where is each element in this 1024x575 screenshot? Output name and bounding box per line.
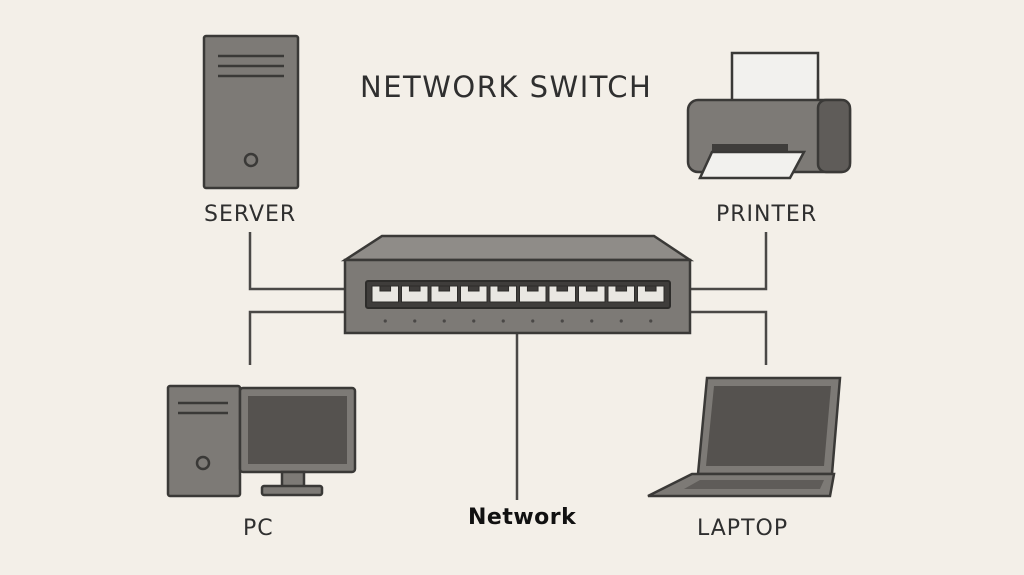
wire-server-switch — [248, 232, 345, 291]
printer-label: PRINTER — [716, 202, 818, 227]
port-led — [619, 319, 623, 323]
port-led — [649, 319, 653, 323]
switch-leds — [383, 319, 653, 323]
ethernet-port — [637, 285, 665, 303]
server-label: SERVER — [204, 202, 297, 227]
ethernet-port — [460, 285, 488, 303]
port-led — [531, 319, 535, 323]
laptop-label: LAPTOP — [697, 516, 789, 541]
pc-label: PC — [243, 516, 274, 541]
ethernet-port — [578, 285, 606, 303]
connection-lines — [248, 232, 768, 500]
pc-icon — [166, 384, 357, 498]
wire-pc-switch — [248, 310, 345, 365]
port-led — [472, 319, 476, 323]
port-led — [383, 319, 387, 323]
switch-ports — [371, 285, 665, 303]
laptop-icon — [647, 376, 842, 498]
wire-laptop-switch — [690, 310, 768, 365]
port-led — [413, 319, 417, 323]
network-switch-icon — [340, 234, 695, 335]
wire-printer-switch — [690, 232, 768, 291]
port-led — [442, 319, 446, 323]
network-label: Network — [468, 505, 577, 530]
diagram-title: NETWORK SWITCH — [360, 70, 653, 104]
port-led — [590, 319, 594, 323]
port-led — [560, 319, 564, 323]
printer-icon — [686, 51, 852, 180]
port-led — [501, 319, 505, 323]
ethernet-port — [548, 285, 576, 303]
ethernet-port — [430, 285, 458, 303]
ethernet-port — [401, 285, 429, 303]
ethernet-port — [371, 285, 399, 303]
ethernet-port — [519, 285, 547, 303]
server-icon — [202, 34, 300, 190]
ethernet-port — [489, 285, 517, 303]
ethernet-port — [607, 285, 635, 303]
